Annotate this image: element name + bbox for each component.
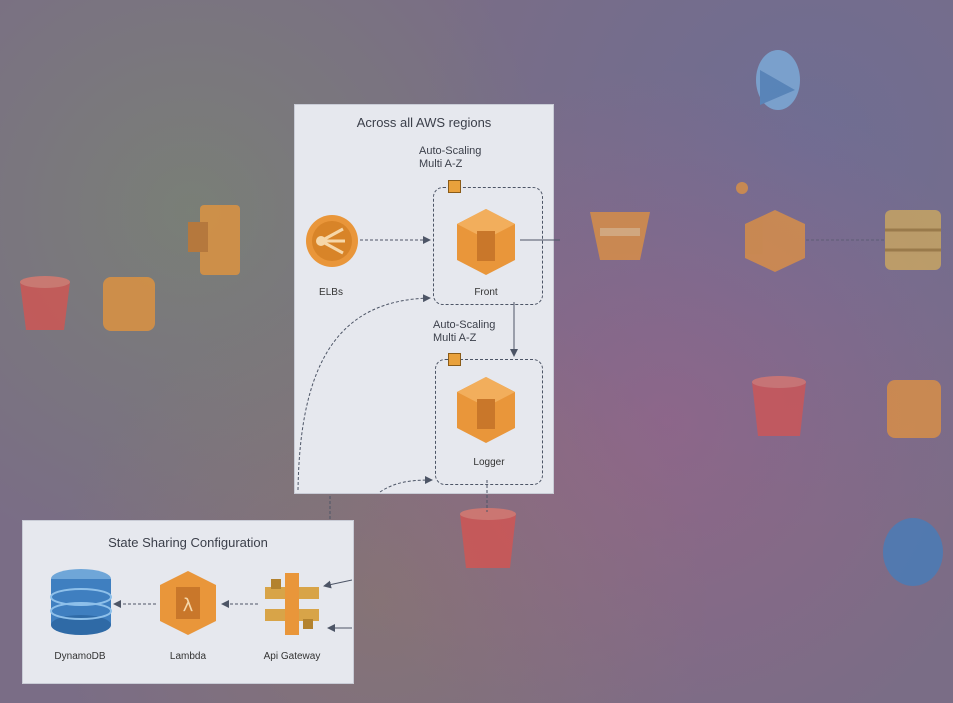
logger-group-label: Auto-Scaling Multi A-Z [433, 319, 496, 344]
autoscaling-group-icon [448, 180, 461, 193]
dynamodb-label: DynamoDB [54, 651, 106, 662]
ec2-bg-icon-right [736, 182, 805, 272]
ec2-bg-icon-left-2 [103, 277, 155, 331]
autoscaling-group-icon [448, 353, 461, 366]
elbs-label: ELBs [319, 287, 343, 298]
logger-label: Logger [473, 457, 505, 468]
state-sharing-panel: State Sharing Configuration DynamoDB λ L… [22, 520, 354, 684]
api-gateway-bg-icon [590, 212, 650, 260]
regions-panel: Across all AWS regions Auto-Scaling Mult… [294, 104, 554, 494]
dynamodb-icon [50, 569, 112, 635]
logger-autoscaling-group [435, 359, 543, 485]
front-label: Front [474, 287, 498, 298]
dynamodb-bg-icon-right [883, 518, 943, 586]
s3-bucket-icon-right [752, 376, 806, 436]
ec2-bg-icon-right-2 [887, 380, 941, 438]
state-sharing-title: State Sharing Configuration [108, 535, 268, 550]
regions-panel-title: Across all AWS regions [356, 115, 492, 130]
api-gateway-label: Api Gateway [263, 651, 321, 662]
api-gateway-icon [265, 573, 319, 635]
front-group-label: Auto-Scaling Multi A-Z [419, 145, 482, 170]
svg-text:λ: λ [183, 595, 194, 616]
ec2-front-icon [457, 209, 515, 275]
ec2-logger-icon [457, 377, 515, 443]
lambda-label: Lambda [169, 651, 207, 662]
ec2-bg-icon-left [188, 205, 240, 275]
front-autoscaling-group [433, 187, 543, 305]
s3-bucket-icon-left [20, 276, 70, 330]
s3-bucket-icon-bottom [460, 508, 516, 568]
simpledb-bg-icon [885, 210, 941, 270]
lambda-icon: λ [160, 571, 216, 635]
elb-icon [306, 215, 358, 267]
cloudfront-icon-top [756, 50, 800, 110]
